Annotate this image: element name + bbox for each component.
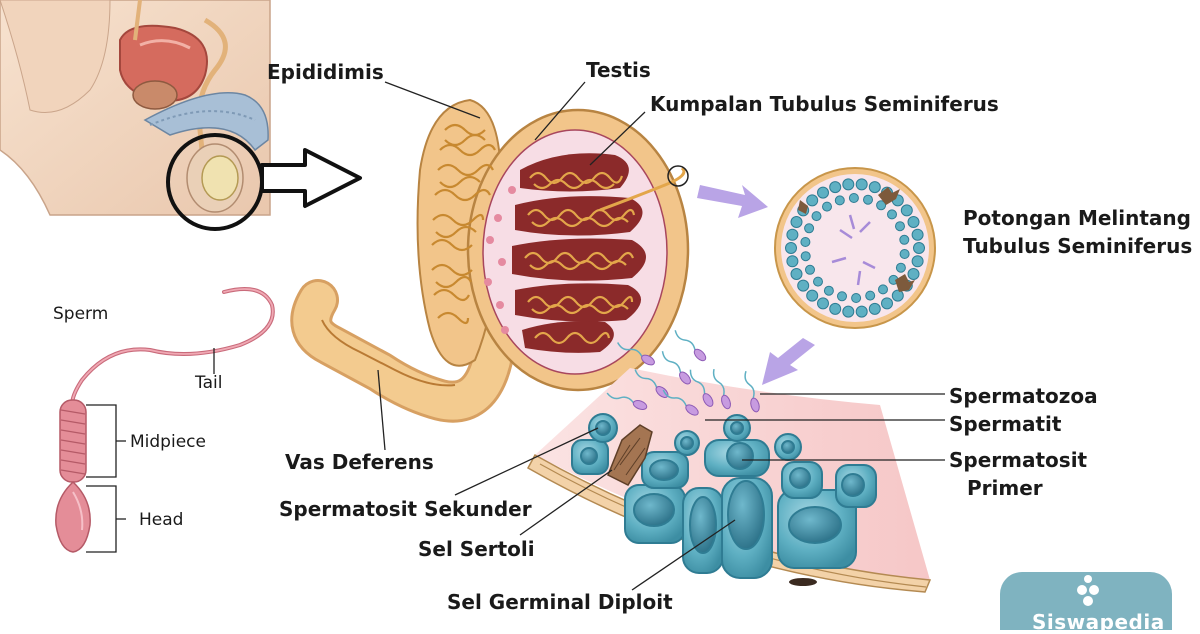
cross-section-cell bbox=[785, 242, 797, 254]
label-spermatosit-primer-line1: Spermatosit bbox=[949, 448, 1088, 472]
tubule-wall-section bbox=[526, 330, 932, 593]
cross-section-cell bbox=[911, 228, 924, 241]
cross-section-cell bbox=[800, 237, 811, 247]
cross-section-cell bbox=[855, 178, 868, 191]
cross-section-cell bbox=[907, 216, 920, 228]
cross-section-cell bbox=[822, 201, 832, 212]
cross-section-cell bbox=[829, 302, 842, 315]
cross-section-cell bbox=[865, 290, 876, 301]
cross-section-cell bbox=[811, 211, 822, 222]
label-sperm-head: Head bbox=[139, 510, 184, 530]
spermatozoon bbox=[674, 330, 707, 362]
cross-section-cell bbox=[790, 216, 803, 228]
cross-section-cell bbox=[907, 268, 920, 280]
cross-section-cell bbox=[813, 276, 823, 287]
cross-section-cell bbox=[842, 305, 855, 318]
spermatozoon bbox=[617, 342, 655, 366]
label-sel-germinal-diploit: Sel Germinal Diploit bbox=[447, 590, 673, 614]
cross-section-cell bbox=[834, 195, 845, 206]
spermatozoon bbox=[744, 370, 760, 413]
cross-section-cell bbox=[895, 262, 906, 273]
cross-section-cell bbox=[868, 181, 881, 194]
cross-section-cell bbox=[800, 251, 811, 262]
testis-diagram bbox=[290, 98, 690, 423]
cross-section-cell bbox=[876, 200, 887, 211]
spermatozoon bbox=[662, 389, 699, 416]
cross-section-cell bbox=[804, 223, 815, 234]
cross-section-cell bbox=[786, 228, 799, 241]
cross-section-cells bbox=[785, 178, 925, 318]
label-spermatosit-sekunder: Spermatosit Sekunder bbox=[279, 497, 532, 521]
label-sperm-title: Sperm bbox=[53, 304, 109, 324]
flow-arrows bbox=[697, 185, 815, 385]
cross-section-cell bbox=[899, 234, 910, 245]
label-spermatozoa: Spermatozoa bbox=[949, 384, 1098, 408]
cross-section-cell bbox=[829, 181, 842, 194]
cross-section-cell bbox=[899, 249, 910, 259]
label-spermatosit-primer-line2: Primer bbox=[967, 476, 1043, 500]
cross-section-cell bbox=[837, 291, 847, 302]
cross-section-cell bbox=[863, 194, 873, 205]
cross-section-cell bbox=[806, 289, 819, 302]
cross-section-cell bbox=[805, 264, 815, 275]
sperm-illustration bbox=[55, 287, 275, 553]
cross-section-cell bbox=[797, 279, 810, 292]
cross-section-cell bbox=[887, 209, 897, 220]
label-sperm-midpiece: Midpiece bbox=[130, 432, 206, 452]
label-spermatosit-primer: Spermatosit Primer bbox=[949, 446, 1087, 502]
cross-section-cell bbox=[786, 255, 799, 268]
cross-section-cell bbox=[911, 255, 924, 268]
label-sperm-tail: Tail bbox=[195, 373, 223, 393]
spermatozoa-group bbox=[606, 330, 760, 416]
cross-section-cell bbox=[891, 289, 904, 302]
label-vas-deferens: Vas Deferens bbox=[285, 450, 434, 474]
leader-lines bbox=[377, 81, 945, 591]
label-kumpalan-tubulus: Kumpalan Tubulus Seminiferus bbox=[650, 92, 999, 116]
label-potongan-line1: Potongan Melintang bbox=[963, 206, 1191, 230]
label-epididimis: Epididimis bbox=[267, 60, 384, 84]
spermatozoon bbox=[712, 368, 731, 410]
logo-text: Siswapedia bbox=[1032, 610, 1165, 634]
cross-section-cell bbox=[851, 293, 862, 303]
spermatozoon bbox=[661, 351, 691, 385]
siswapedia-logo bbox=[1000, 572, 1172, 630]
cross-section-cell bbox=[855, 305, 868, 318]
cross-section-cell bbox=[842, 178, 855, 191]
label-potongan-melintang: Potongan Melintang Tubulus Seminiferus bbox=[963, 204, 1192, 260]
label-sel-sertoli: Sel Sertoli bbox=[418, 537, 535, 561]
cross-section-cell bbox=[817, 297, 829, 310]
cross-section-cell bbox=[878, 284, 888, 295]
spermatozoon bbox=[689, 369, 714, 407]
tubule-cross-section bbox=[774, 167, 936, 329]
cross-section-cell bbox=[895, 221, 905, 232]
cross-section-cell bbox=[881, 297, 893, 310]
label-testis: Testis bbox=[586, 58, 651, 82]
label-spermatit: Spermatit bbox=[949, 412, 1062, 436]
cross-section-cell bbox=[848, 193, 859, 203]
cross-section-cell bbox=[817, 186, 829, 199]
label-potongan-line2: Tubulus Seminiferus bbox=[963, 234, 1193, 258]
tubule-coils bbox=[524, 171, 636, 345]
cross-section-cell bbox=[913, 242, 925, 254]
cross-section-cell bbox=[868, 302, 881, 315]
body-cross-section bbox=[0, 0, 362, 231]
cross-section-cell bbox=[900, 204, 913, 217]
cross-section-cell bbox=[823, 285, 834, 296]
spermatozoon bbox=[606, 392, 648, 410]
cross-section-cell bbox=[806, 194, 819, 207]
cross-section-cell bbox=[790, 268, 803, 280]
